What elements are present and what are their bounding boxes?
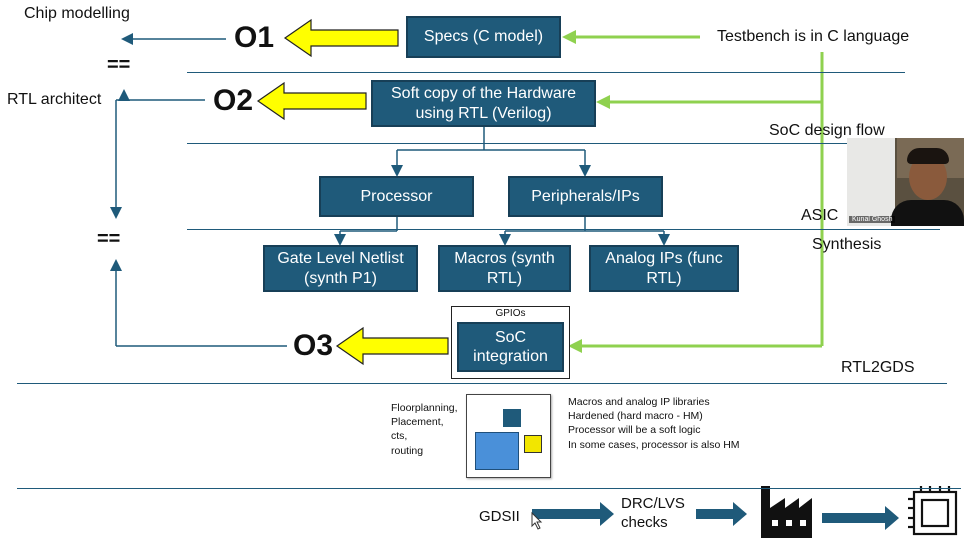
chip-modelling-label: Chip modelling bbox=[24, 5, 130, 22]
specs-box: Specs (C model) bbox=[406, 16, 561, 58]
floorplan-diagram bbox=[466, 394, 551, 478]
separator-line bbox=[187, 72, 905, 73]
equals-sign: == bbox=[97, 228, 121, 250]
macro-block bbox=[503, 409, 521, 427]
note-line: Hardened (hard macro - HM) bbox=[568, 410, 703, 423]
output-o2-label: O2 bbox=[213, 84, 254, 117]
testbench-label: Testbench is in C language bbox=[717, 28, 910, 45]
separator-line bbox=[187, 143, 847, 144]
hardening-notes: Macros and analog IP libraries Hardened … bbox=[568, 395, 740, 452]
floorplan-step: routing bbox=[391, 444, 424, 457]
gate-level-netlist-box: Gate Level Netlist (synth P1) bbox=[263, 245, 418, 292]
participant-name: Kunal Ghosh bbox=[849, 216, 896, 223]
equals-sign: == bbox=[107, 54, 131, 76]
processor-block bbox=[475, 432, 519, 470]
asic-label: ASIC bbox=[801, 207, 839, 224]
synthesis-label: Synthesis bbox=[812, 236, 882, 253]
soft-copy-box: Soft copy of the Hardware using RTL (Ver… bbox=[371, 80, 596, 127]
factory-icon bbox=[761, 486, 812, 538]
note-line: Processor will be a soft logic bbox=[568, 424, 701, 437]
analog-ips-box: Analog IPs (func RTL) bbox=[589, 245, 739, 292]
separator-line bbox=[187, 229, 940, 230]
note-line: In some cases, processor is also HM bbox=[568, 438, 740, 451]
macros-box: Macros (synth RTL) bbox=[438, 245, 571, 292]
floorplan-step: cts, bbox=[391, 430, 408, 443]
soc-integration-box: SoC integration bbox=[457, 322, 564, 372]
note-line: Macros and analog IP libraries bbox=[568, 396, 710, 408]
separator-line bbox=[17, 383, 947, 384]
floorplan-step: Floorplanning, bbox=[391, 402, 458, 414]
chip-icon bbox=[908, 486, 958, 536]
analog-block bbox=[524, 435, 542, 453]
rtl2gds-label: RTL2GDS bbox=[841, 359, 915, 376]
webcam-video: Kunal Ghosh bbox=[847, 138, 964, 226]
floorplan-steps-list: Floorplanning, Placement, cts, routing bbox=[391, 401, 458, 458]
output-o1-label: O1 bbox=[234, 21, 275, 54]
floorplan-step: Placement, bbox=[391, 416, 444, 429]
separator-line bbox=[17, 488, 961, 489]
drc-lvs-label: DRC/LVS checks bbox=[621, 495, 685, 531]
rtl-architect-label: RTL architect bbox=[7, 91, 102, 108]
gdsii-label: GDSII bbox=[479, 508, 520, 525]
soc-design-flow-label: SoC design flow bbox=[769, 122, 885, 139]
gpios-label: GPIOs bbox=[495, 308, 526, 319]
peripherals-box: Peripherals/IPs bbox=[508, 176, 663, 217]
processor-box: Processor bbox=[319, 176, 474, 217]
output-o3-label: O3 bbox=[293, 329, 334, 362]
